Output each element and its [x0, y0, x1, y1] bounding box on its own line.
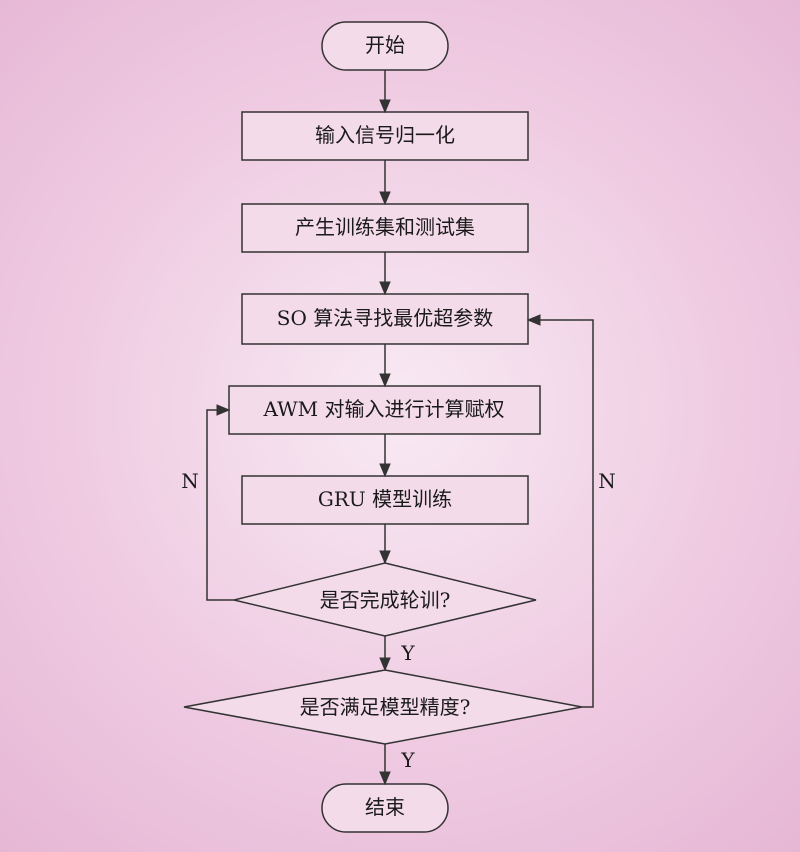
edge-accuracy-no-to-so	[526, 314, 594, 708]
edge-label-no-left: N	[181, 469, 199, 493]
so-search-process-shape	[241, 293, 529, 345]
split-sets-node: 产生训练集和测试集	[241, 203, 529, 253]
start-label: 开始	[365, 33, 405, 57]
edge-normalize-to-split	[379, 160, 391, 206]
arrow-head	[379, 550, 391, 565]
end-label: 结束	[365, 795, 405, 819]
arrow-head	[379, 191, 391, 206]
arrow-head	[216, 404, 231, 416]
edge-awm-to-gru	[379, 434, 391, 478]
arrow-head	[379, 657, 391, 672]
normalize-node: 输入信号归一化	[241, 111, 529, 161]
accuracy-decision-node: 是否满足模型精度?	[183, 669, 583, 745]
arrow-head	[379, 463, 391, 478]
normalize-process-shape	[241, 111, 529, 161]
edge-label-yes-1: Y	[400, 641, 415, 665]
accuracy-decision-label: 是否满足模型精度?	[300, 695, 471, 719]
split-sets-label: 产生训练集和测试集	[295, 215, 475, 239]
edge-so-to-awm	[379, 344, 391, 388]
awm-weight-label: AWM 对输入进行计算赋权	[262, 397, 504, 421]
edge-start-to-normalize	[379, 70, 391, 114]
awm-weight-node: AWM 对输入进行计算赋权	[228, 385, 541, 435]
so-search-label: SO 算法寻找最优超参数	[277, 306, 493, 330]
so-search-node: SO 算法寻找最优超参数	[241, 293, 529, 345]
arrow-head	[379, 281, 391, 296]
arrow-head	[379, 99, 391, 114]
edge-epoch-no-to-awm	[206, 404, 234, 601]
edge-label-yes-2: Y	[400, 748, 415, 772]
edge-split-to-so	[379, 252, 391, 296]
arrow-head	[379, 373, 391, 388]
normalize-label: 输入信号归一化	[315, 123, 455, 147]
gru-train-label: GRU 模型训练	[318, 487, 452, 511]
arrow-head	[526, 314, 541, 326]
end-node: 结束	[321, 783, 449, 833]
epoch-decision-node: 是否完成轮训?	[233, 562, 537, 637]
edge-line	[539, 319, 594, 708]
edge-label-no-right: N	[598, 469, 616, 493]
edge-accuracy-yes-to-end	[379, 744, 391, 786]
epoch-decision-label: 是否完成轮训?	[320, 588, 451, 612]
edge-line	[206, 409, 234, 601]
start-node: 开始	[321, 21, 449, 71]
edge-gru-to-epoch-decision	[379, 524, 391, 565]
edge-epoch-yes-to-accuracy	[379, 636, 391, 672]
gru-train-node: GRU 模型训练	[241, 475, 529, 525]
arrow-head	[379, 771, 391, 786]
